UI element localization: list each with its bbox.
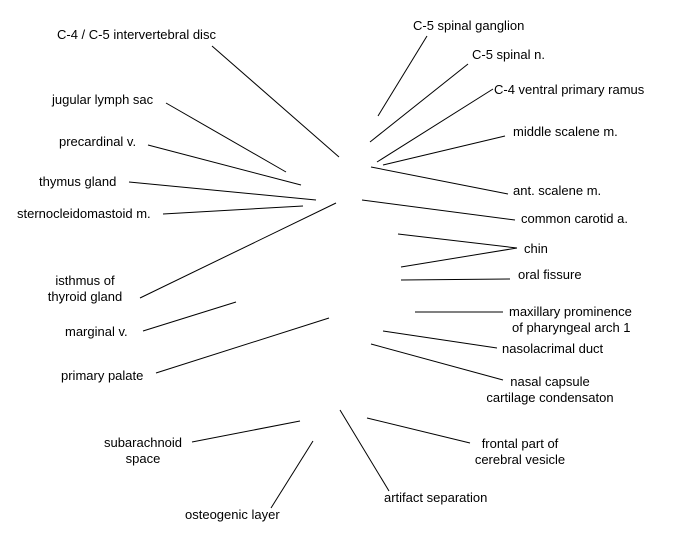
leader-c5-nerve bbox=[369, 63, 469, 143]
label-frontal-line2: cerebral vesicle bbox=[474, 452, 566, 467]
label-isthmus: isthmus of thyroid gland bbox=[30, 273, 140, 305]
label-marginal-v: marginal v. bbox=[65, 324, 128, 339]
leader-nasal-capsule bbox=[370, 343, 504, 381]
label-subarachnoid-line2: space bbox=[125, 451, 161, 466]
label-maxillary-line2: of pharyngeal arch 1 bbox=[512, 320, 631, 335]
label-nasal-capsule-line2: cartilage condensaton bbox=[486, 390, 614, 405]
leader-sternocleido bbox=[162, 205, 304, 215]
leader-subarachnoid bbox=[191, 420, 301, 443]
leader-chin-lower bbox=[400, 247, 518, 268]
label-c4c5-disc: C-4 / C-5 intervertebral disc bbox=[57, 27, 216, 42]
leader-carotid bbox=[361, 199, 516, 221]
label-c4-ventral-ramus: C-4 ventral primary ramus bbox=[494, 82, 645, 97]
label-ant-scalene: ant. scalene m. bbox=[513, 183, 602, 198]
label-precardinal-v: precardinal v. bbox=[59, 134, 137, 149]
label-chin: chin bbox=[524, 241, 548, 256]
leader-isthmus bbox=[139, 202, 337, 299]
leader-precardinal bbox=[147, 144, 302, 186]
label-middle-scalene: middle scalene m. bbox=[513, 124, 618, 139]
label-nasolacrimal-duct: nasolacrimal duct bbox=[502, 341, 604, 356]
label-maxillary-prominence: maxillary prominence of pharyngeal arch … bbox=[509, 304, 632, 336]
leader-middle-scalene bbox=[382, 135, 506, 166]
label-oral-fissure: oral fissure bbox=[518, 267, 582, 282]
label-c5-spinal-ganglion: C-5 spinal ganglion bbox=[413, 18, 525, 33]
leader-chin-upper bbox=[397, 233, 518, 249]
leader-thymus bbox=[128, 181, 317, 201]
label-maxillary-line1: maxillary prominence bbox=[509, 304, 632, 319]
leader-c4c5-disc bbox=[211, 45, 340, 158]
leader-nasolacrimal bbox=[382, 330, 498, 349]
leader-frontal bbox=[366, 417, 471, 444]
label-sternocleidomastoid: sternocleidomastoid m. bbox=[17, 206, 151, 221]
label-nasal-capsule: nasal capsule cartilage condensaton bbox=[475, 374, 625, 406]
leader-c4-ramus bbox=[376, 88, 494, 163]
label-thymus-gland: thymus gland bbox=[39, 174, 117, 189]
label-primary-palate: primary palate bbox=[61, 368, 144, 383]
leader-osteogenic bbox=[270, 440, 314, 509]
label-frontal-line1: frontal part of bbox=[481, 436, 559, 451]
label-artifact-separation: artifact separation bbox=[384, 490, 488, 505]
label-isthmus-line1: isthmus of bbox=[55, 273, 115, 288]
label-common-carotid: common carotid a. bbox=[521, 211, 628, 226]
label-jugular-lymph-sac: jugular lymph sac bbox=[52, 92, 154, 107]
label-frontal-part: frontal part of cerebral vesicle bbox=[465, 436, 575, 468]
label-c5-spinal-n: C-5 spinal n. bbox=[472, 47, 545, 62]
leader-artifact bbox=[339, 409, 390, 492]
leader-jugular bbox=[165, 102, 287, 173]
leader-oral-fissure bbox=[400, 278, 511, 281]
leader-marginal bbox=[142, 301, 237, 332]
leader-c5-ganglion bbox=[377, 35, 428, 117]
leader-primary-palate bbox=[155, 317, 330, 374]
label-nasal-capsule-line1: nasal capsule bbox=[510, 374, 590, 389]
label-isthmus-line2: thyroid gland bbox=[47, 289, 123, 304]
leader-ant-scalene bbox=[370, 166, 509, 195]
label-subarachnoid-line1: subarachnoid bbox=[103, 435, 183, 450]
label-subarachnoid-space: subarachnoid space bbox=[95, 435, 191, 467]
label-osteogenic-layer: osteogenic layer bbox=[185, 507, 280, 522]
